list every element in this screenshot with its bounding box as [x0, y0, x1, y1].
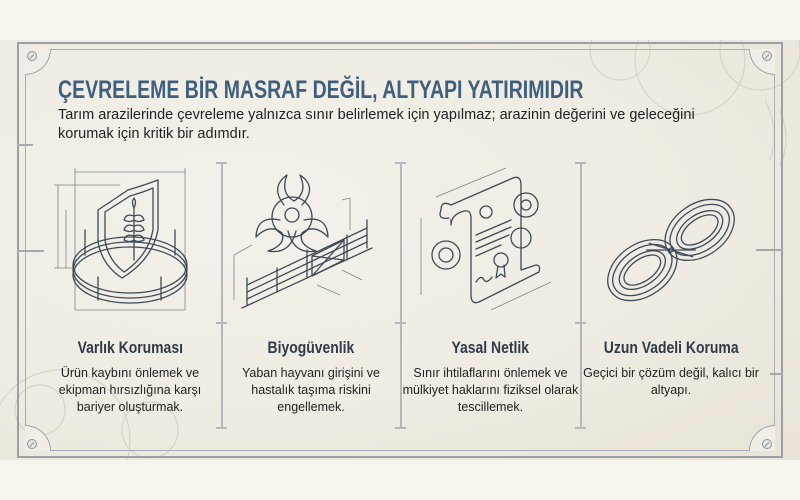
screw-icon — [27, 51, 37, 61]
frame-tick — [770, 373, 783, 375]
feature-heading: Varlık Koruması — [77, 338, 183, 357]
feature-card-long-term-protection: Uzun Vadeli Koruma Geçici bir çözüm deği… — [581, 160, 761, 430]
feature-heading: Biyogüvenlik — [267, 338, 355, 357]
shield-wheat-fence-icon — [40, 160, 220, 330]
page-title: ÇEVRELEME BİR MASRAF DEĞİL, ALTYAPI YATI… — [58, 76, 584, 104]
feature-description: Sınır ihtilaflarını önlemek ve mülkiyet … — [402, 366, 579, 414]
feature-heading: Uzun Vadeli Koruma — [603, 338, 739, 357]
screw-icon — [27, 439, 37, 449]
feature-description: Yaban hayvanı girişini ve hastalık taşım… — [241, 366, 381, 414]
feature-description: Geçici bir çözüm değil, kalıcı bir altya… — [583, 366, 759, 397]
screw-icon — [762, 51, 772, 61]
frame-tick — [756, 249, 783, 251]
bottom-margin — [0, 460, 800, 500]
column-divider — [395, 162, 406, 429]
feature-card-biosecurity: Biyogüvenlik Yaban hayvanı girişini ve h… — [222, 160, 400, 430]
feature-description: Ürün kaybını önlemek ve ekipman hırsızlı… — [58, 366, 202, 414]
document-gears-icon — [401, 160, 580, 330]
top-margin — [0, 0, 800, 40]
feature-card-asset-protection: Varlık Koruması Ürün kaybını önlemek ve … — [40, 160, 220, 430]
infinity-fence-icon — [581, 160, 761, 330]
feature-heading: Yasal Netlik — [451, 338, 530, 357]
frame-tick — [17, 144, 33, 146]
column-divider — [575, 162, 586, 429]
column-divider — [216, 162, 227, 429]
biohazard-fence-icon — [222, 160, 400, 330]
page-subtitle: Tarım arazilerinde çevreleme yalnızca sı… — [58, 107, 695, 142]
feature-card-legal-clarity: Yasal Netlik Sınır ihtilaflarını önlemek… — [401, 160, 580, 430]
frame-tick — [17, 250, 44, 252]
screw-icon — [762, 439, 772, 449]
